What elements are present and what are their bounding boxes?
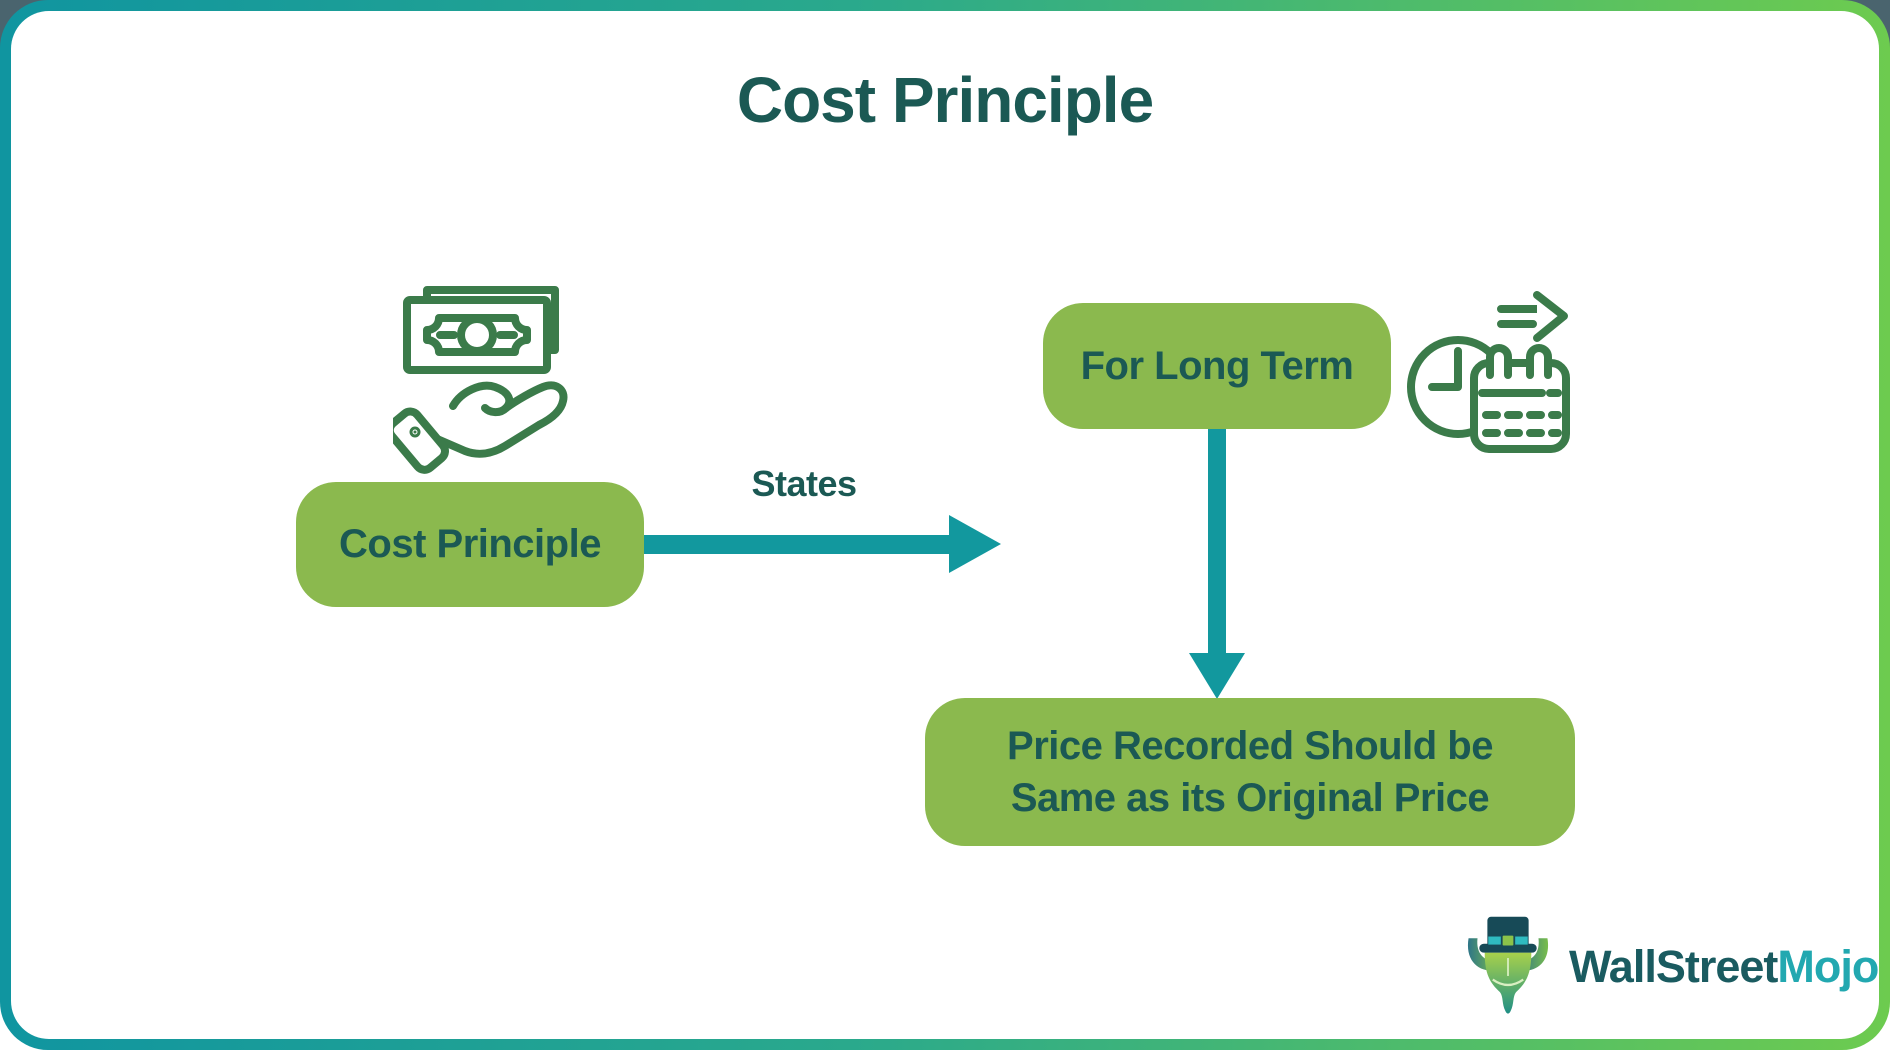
cost-principle-box: Cost Principle [296,482,644,607]
states-arrow-label: States [751,463,857,504]
money-in-hand-icon [393,286,568,474]
down-arrow-shaft [1208,429,1226,655]
for-long-term-box: For Long Term [1043,303,1391,429]
wallstreetmojo-logo: WallStreetMojo [1463,914,1879,1020]
price-recorded-line1: Price Recorded Should be [1007,724,1493,768]
logo-wallstreet-text: WallStreet [1569,941,1778,992]
cost-principle-box-label: Cost Principle [339,522,601,566]
page-title: Cost Principle [736,64,1154,136]
logo-mojo-text: Mojo [1777,941,1879,992]
bull-mascot-icon [1467,916,1549,1014]
for-long-term-box-label: For Long Term [1080,343,1354,388]
price-recorded-box: Price Recorded Should be Same as its Ori… [925,698,1575,846]
card-background: Cost Principle Cost Principle States [11,11,1879,1039]
states-arrow-shaft [644,535,951,554]
down-arrow-head [1189,653,1245,699]
states-arrow-head [949,515,1001,573]
logo-wordmark: WallStreetMojo [1569,941,1879,993]
clock-calendar-arrow-icon [1407,291,1570,453]
price-recorded-line2: Same as its Original Price [1010,776,1490,820]
